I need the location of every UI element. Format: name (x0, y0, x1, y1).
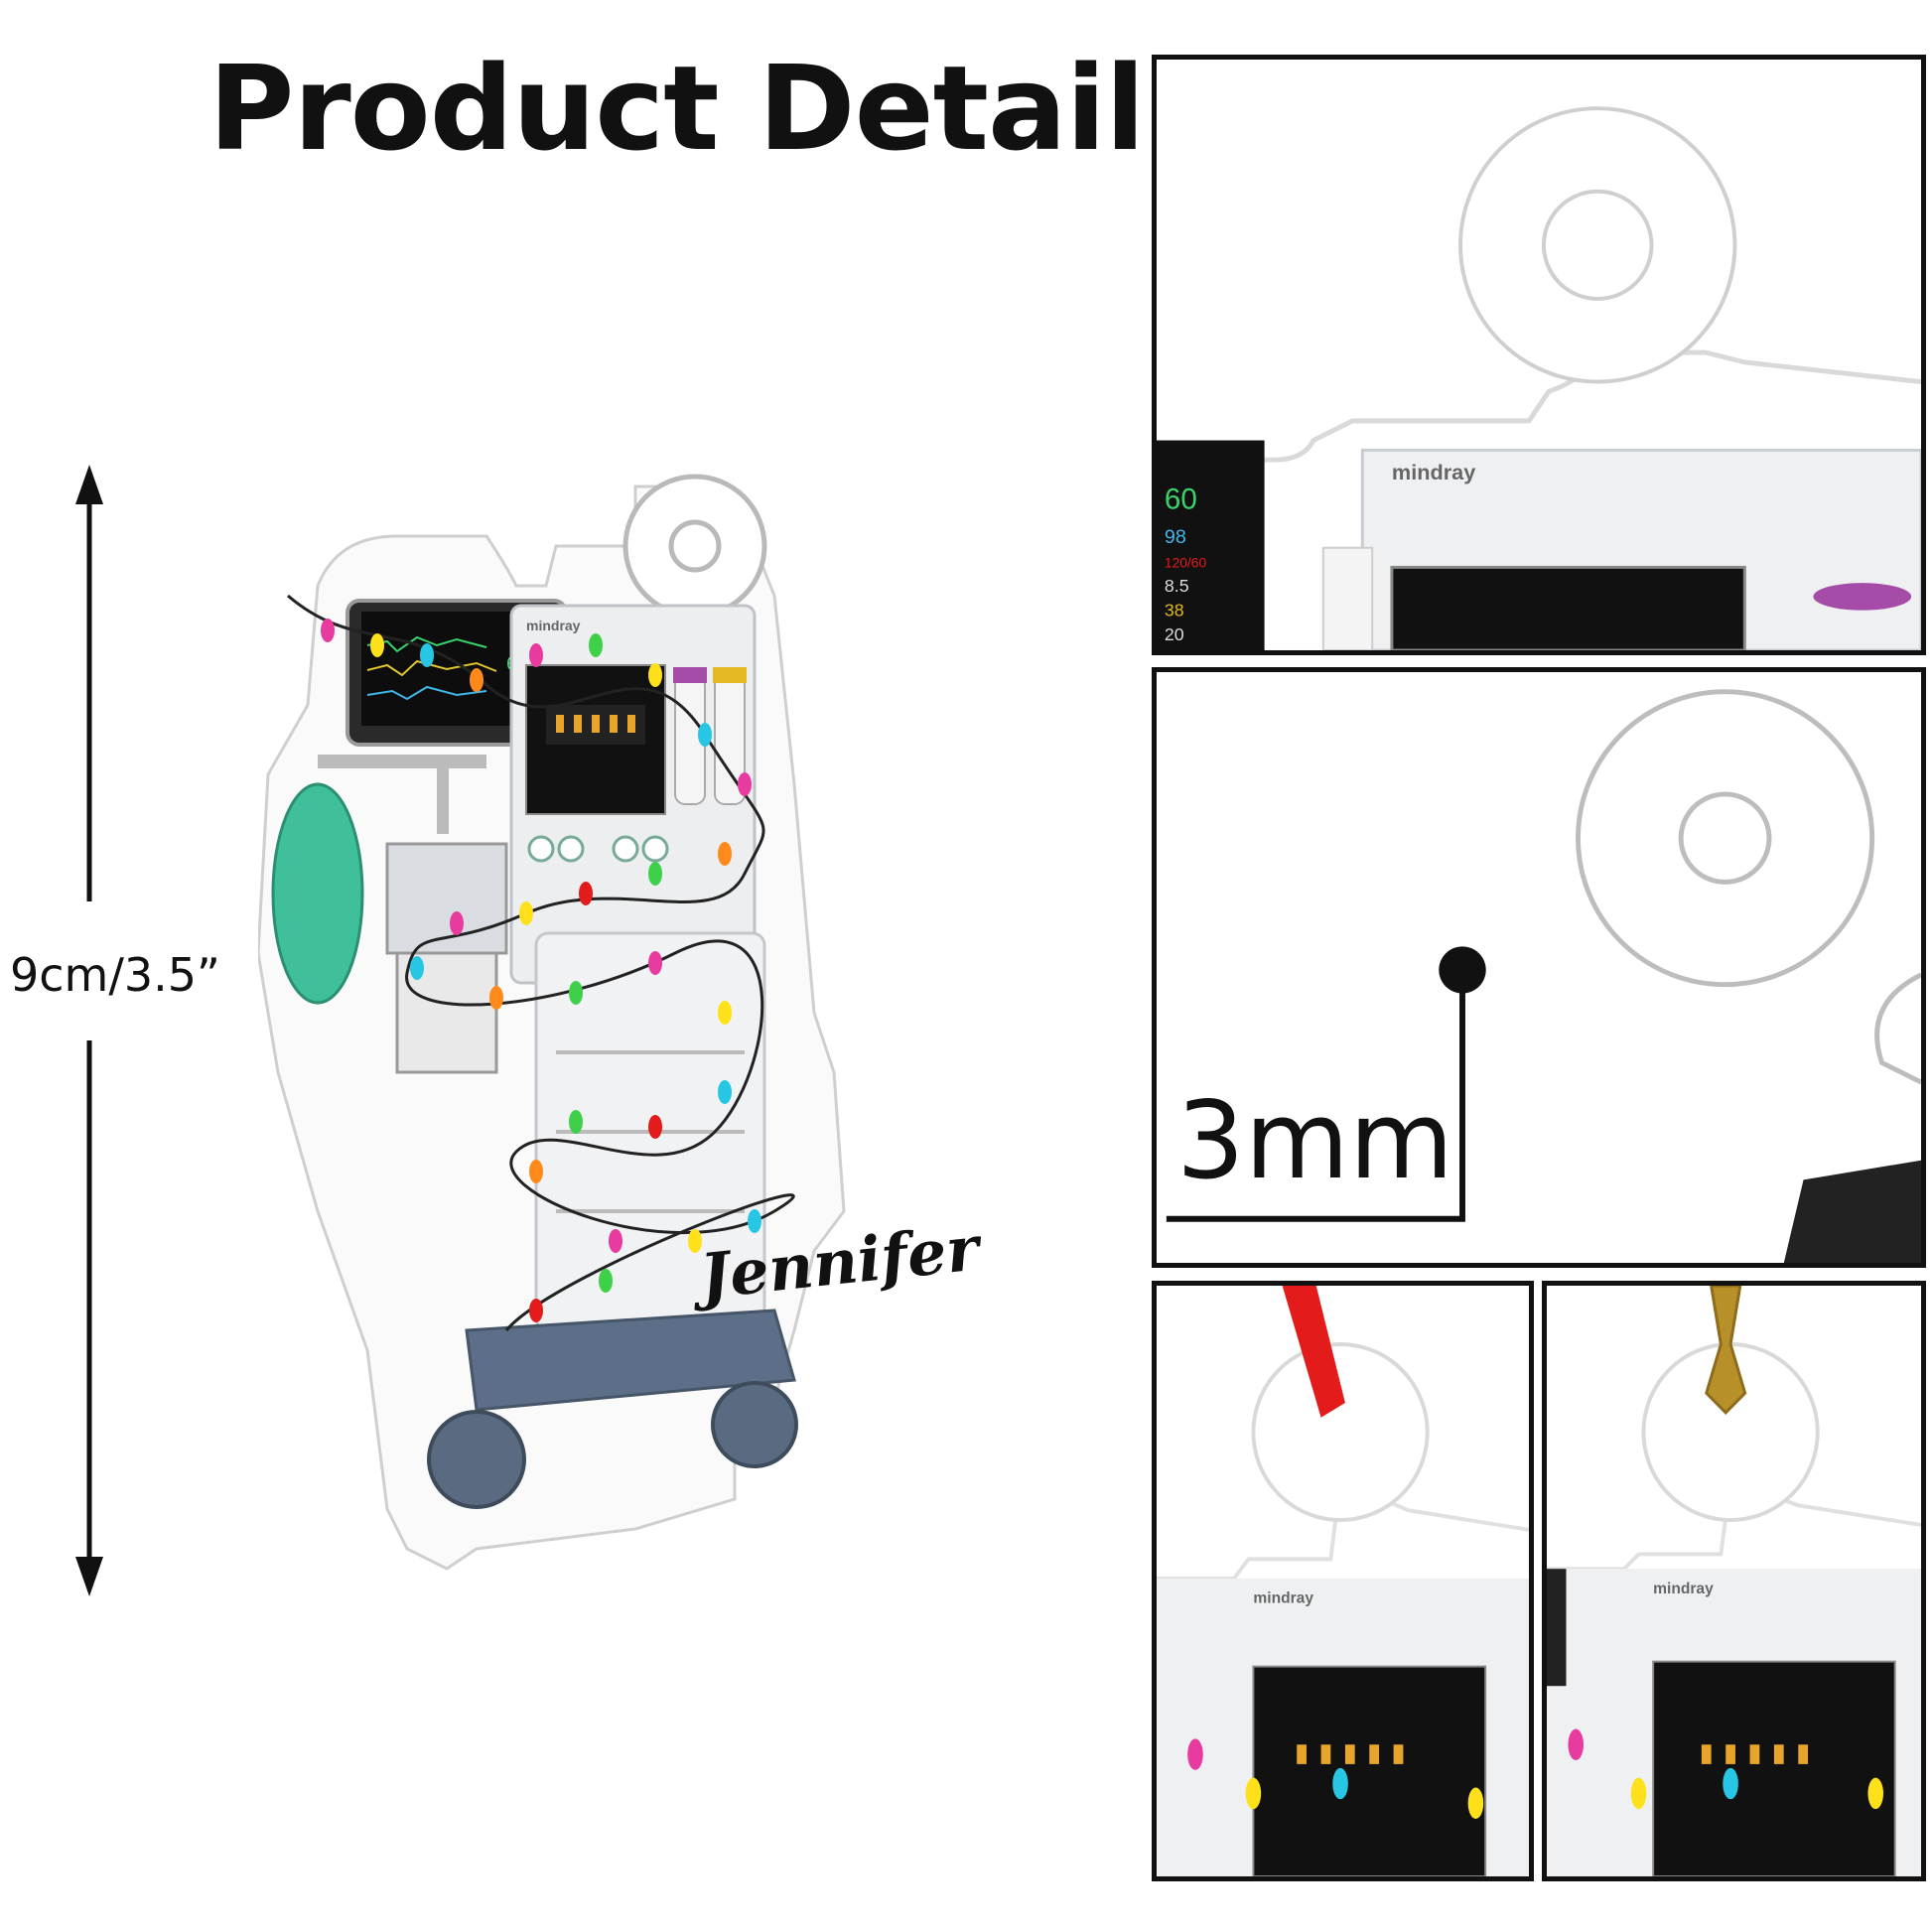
dimension-arrow-icon (75, 465, 103, 1596)
thickness-panel: 3mm (1152, 667, 1926, 1268)
page-title: Product Detail (208, 40, 1146, 177)
brand-label-ribbon: mindray (1253, 1590, 1313, 1607)
ribbon-icon (1282, 1286, 1345, 1418)
brand-label: mindray (1392, 460, 1475, 484)
ribbon-option-panel: mindray (1152, 1281, 1534, 1881)
gold-cord-icon (1705, 1286, 1747, 1415)
breathing-bag (271, 782, 364, 1005)
gold-cord-detail: mindray (1547, 1286, 1921, 1876)
wheel-front (427, 1410, 526, 1509)
monitor-edge (1157, 440, 1265, 650)
svg-text:20: 20 (1165, 624, 1184, 644)
ring-top-detail: 60 98 120/60 8.5 38 20 mindray (1157, 106, 1921, 650)
cord-option-panel: mindray (1542, 1281, 1926, 1881)
svg-text:38: 38 (1165, 601, 1184, 621)
wheel-back (711, 1381, 798, 1468)
dimension-label: 9cm/3.5” (10, 948, 220, 1002)
product-ornament: 60 mindray (256, 457, 1013, 1579)
red-ribbon-detail: mindray (1157, 1286, 1529, 1876)
machine-base (465, 1309, 796, 1412)
light-string-icon (287, 594, 795, 1331)
hanging-ring-icon (622, 474, 767, 619)
brand-top: mindray (526, 618, 581, 633)
svg-text:98: 98 (1165, 526, 1186, 548)
brand-label-cord: mindray (1653, 1581, 1714, 1597)
svg-text:60: 60 (1165, 483, 1197, 515)
thickness-label: 3mm (1176, 1079, 1454, 1203)
thickness-marker-line (1166, 969, 1465, 1222)
svg-text:120/60: 120/60 (1165, 555, 1207, 570)
hanging-ring-icon (1251, 1342, 1430, 1522)
svg-text:8.5: 8.5 (1165, 576, 1189, 596)
thickness-detail (1166, 689, 1921, 1263)
detail-panel-top: 60 98 120/60 8.5 38 20 mindray (1152, 55, 1926, 655)
anesthesia-machine-illustration: 60 mindray (256, 474, 846, 1571)
